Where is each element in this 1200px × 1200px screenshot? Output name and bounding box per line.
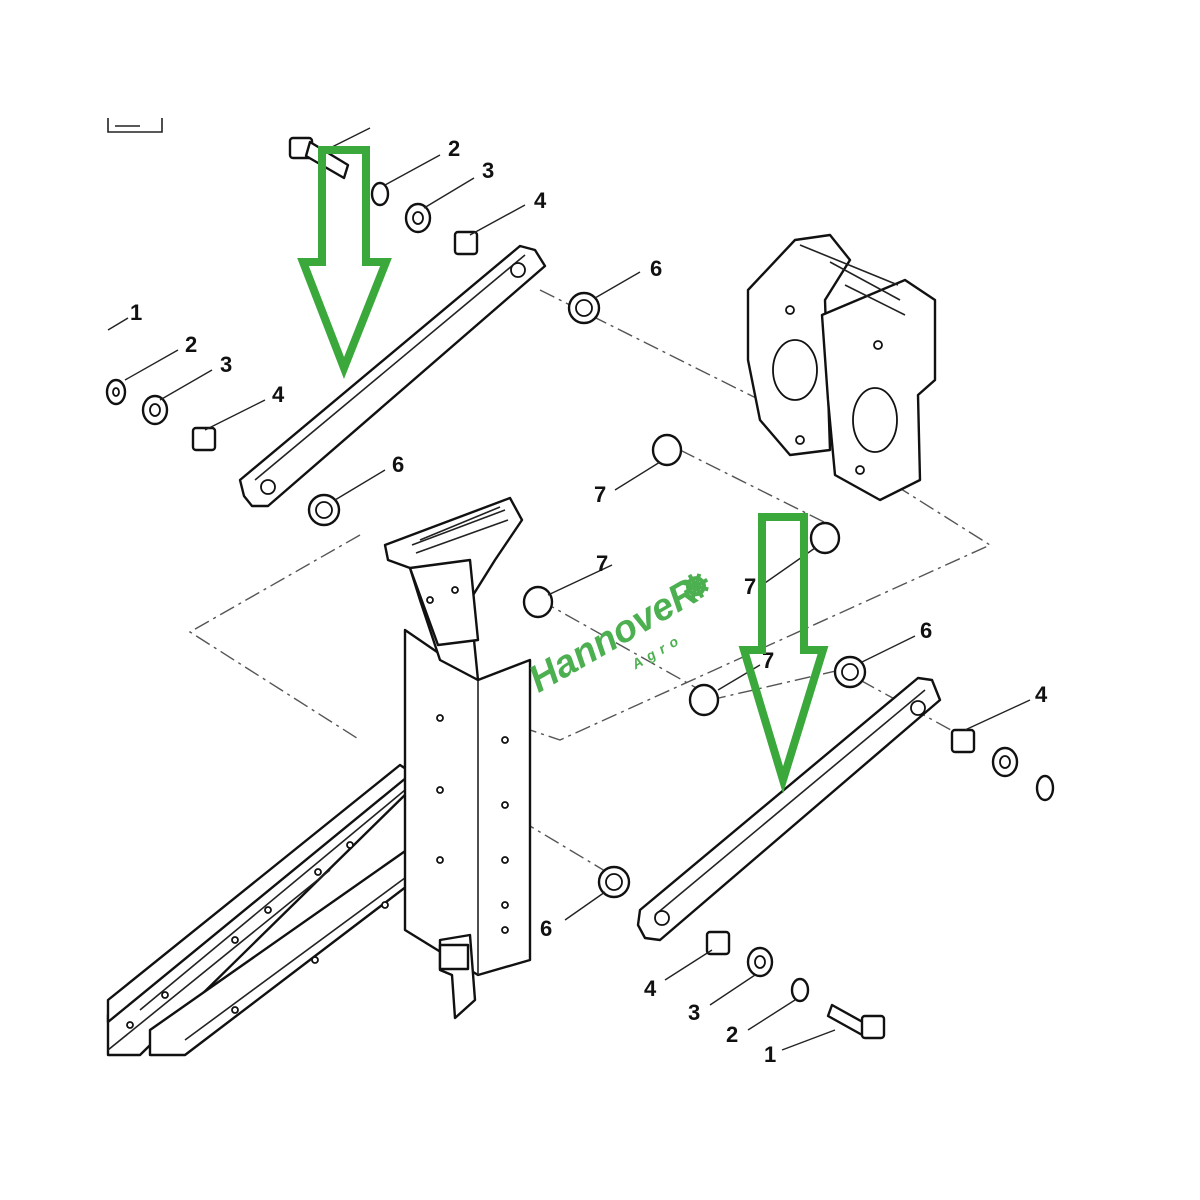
- callout-label: 6: [920, 618, 932, 643]
- callout-label: 4: [534, 188, 547, 213]
- down-arrow-icon: [297, 146, 392, 379]
- washer-lower-2: [790, 977, 810, 1003]
- bushing-upper-4: [453, 230, 479, 256]
- bushing-7b: [809, 521, 841, 555]
- callout-label: 6: [540, 916, 552, 941]
- callout-label: 2: [185, 332, 197, 357]
- washer-right-2: [1035, 774, 1055, 802]
- callout-label: 7: [744, 574, 756, 599]
- bolt-upper: [288, 136, 350, 180]
- callout-label: 1: [130, 300, 142, 325]
- callout-label: 7: [594, 482, 606, 507]
- callout-label: 7: [596, 551, 608, 576]
- upper-link-arm: [238, 244, 547, 508]
- pivot-bracket: [746, 233, 937, 502]
- callout-label: 2: [726, 1022, 738, 1047]
- main-frame-rails: [106, 760, 480, 1057]
- lower-link-arm: [636, 676, 942, 942]
- bushing-7c: [522, 585, 554, 619]
- callout-labels: 2 3 4 6 1 2 3 4 6 7 7 7 7 6 4 6 4 3 2 1: [130, 136, 1048, 1067]
- down-arrow-icon: [738, 513, 829, 794]
- hardware-right: [950, 728, 1055, 802]
- hardware-upper: [288, 136, 601, 325]
- highlight-arrows: [297, 146, 829, 794]
- gear-icon: [683, 573, 709, 599]
- hardware-left: [105, 378, 341, 527]
- callout-label: 6: [392, 452, 404, 477]
- hardware-lower: [597, 865, 886, 1040]
- bushing-7a: [651, 433, 683, 467]
- vertical-post: [383, 496, 532, 1020]
- bushing-right-4: [950, 728, 976, 754]
- callout-label: 6: [650, 256, 662, 281]
- callout-label: 3: [688, 1000, 700, 1025]
- callout-label: 4: [644, 976, 657, 1001]
- callout-label: 4: [1035, 682, 1048, 707]
- bolt-lower: [826, 1003, 886, 1040]
- callout-label: 3: [482, 158, 494, 183]
- callout-label: 1: [764, 1042, 776, 1067]
- callout-label: 4: [272, 382, 285, 407]
- bushing-lower-4: [705, 930, 731, 956]
- bushing-left-4: [191, 426, 217, 452]
- callout-label: 3: [220, 352, 232, 377]
- bushing-7d: [688, 683, 720, 717]
- washer-upper-2: [370, 181, 390, 207]
- callout-label: 7: [762, 648, 774, 673]
- figure-reference-box: [107, 118, 163, 133]
- callout-label: 2: [448, 136, 460, 161]
- hardware-middle: [522, 433, 867, 717]
